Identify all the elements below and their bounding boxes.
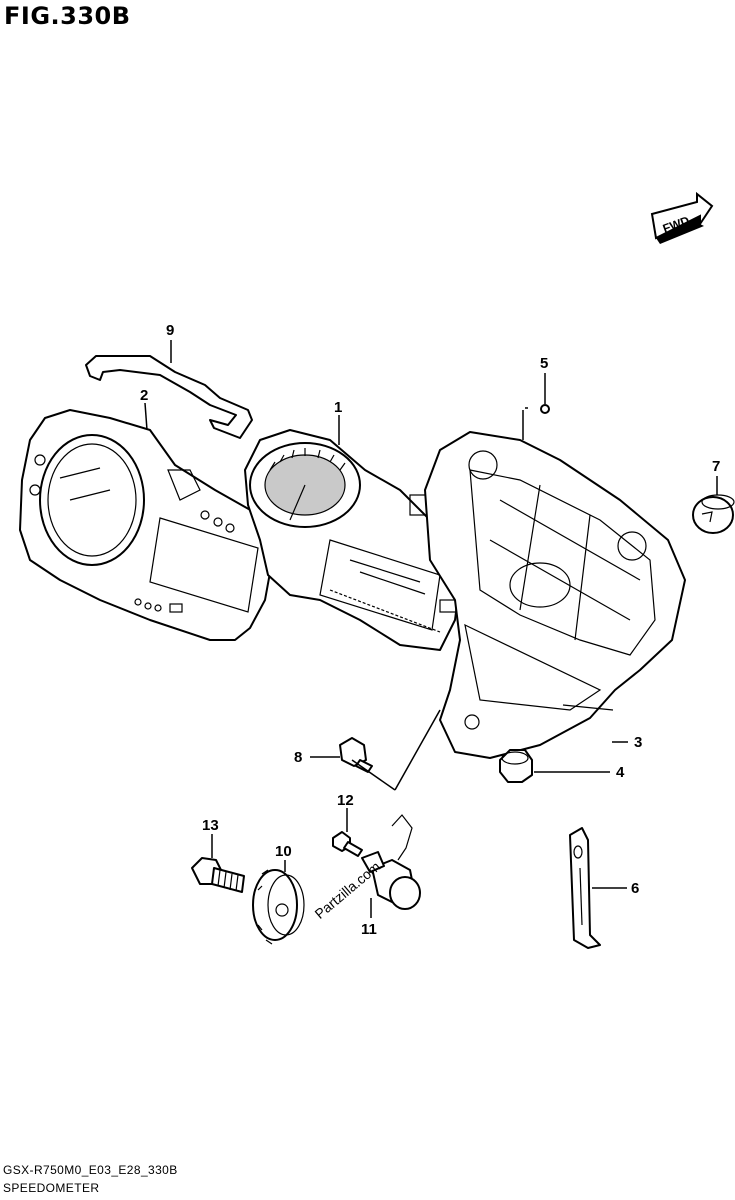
callout-2: 2 xyxy=(140,387,148,404)
part-7-grommet xyxy=(692,494,735,534)
part-3-meter-housing xyxy=(424,431,686,759)
callout-9: 9 xyxy=(166,322,174,339)
part-12-screw xyxy=(332,831,363,857)
callout-7: 7 xyxy=(712,458,720,475)
part-11-speed-sensor xyxy=(361,814,421,910)
callout-8: 8 xyxy=(294,749,302,766)
callout-10: 10 xyxy=(275,843,292,860)
footer-diagram-code: GSX-R750M0_E03_E28_330B xyxy=(3,1163,178,1177)
callout-4: 4 xyxy=(616,764,625,781)
watermark-text: Partzilla.com xyxy=(312,858,384,922)
part-6-strap xyxy=(569,827,601,949)
footer-section-name: SPEEDOMETER xyxy=(3,1181,100,1195)
fwd-arrow-icon: FWD xyxy=(650,191,714,244)
part-4-grommet xyxy=(499,749,533,783)
callout-3: 3 xyxy=(634,734,642,751)
figure-title: FIG.330B xyxy=(4,2,131,30)
callout-5: 5 xyxy=(540,355,548,372)
part-1-meter-assembly xyxy=(244,429,463,651)
part-2-meter-cover xyxy=(19,409,276,641)
leader-lines xyxy=(144,340,718,918)
callout-11: 11 xyxy=(361,921,377,938)
callout-6: 6 xyxy=(631,880,639,897)
callout-1: 1 xyxy=(334,399,342,416)
callout-labels: 9 2 1 5 7 3 4 8 12 13 10 11 6 xyxy=(140,322,720,938)
part-13-bolt xyxy=(191,857,245,893)
part-5-screw xyxy=(522,404,550,440)
part-9-gasket xyxy=(85,355,253,439)
callout-13: 13 xyxy=(202,817,219,834)
callout-12: 12 xyxy=(337,792,354,809)
part-10-gear xyxy=(252,869,305,945)
part-8-bolt xyxy=(339,709,441,791)
